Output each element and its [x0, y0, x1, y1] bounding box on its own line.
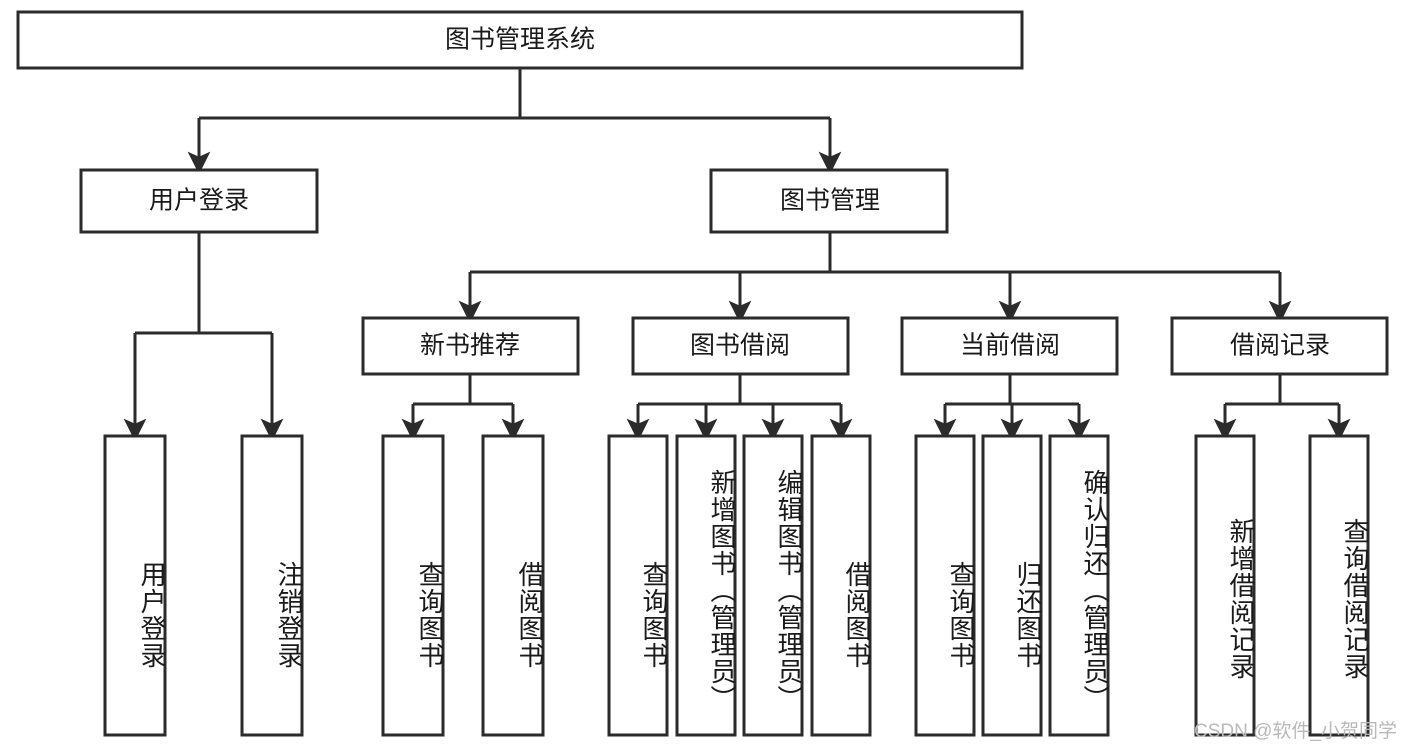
node-borrow-record[interactable]: 借阅记录: [1170, 316, 1389, 376]
node-current-borrow-box[interactable]: [900, 316, 1119, 376]
node-book-management[interactable]: 图书管理: [709, 168, 949, 234]
node-new-book-recommend-label: 新书推荐: [420, 332, 520, 360]
node-user-login[interactable]: 用户登录: [79, 168, 319, 234]
leaf-box-new-book-0[interactable]: [381, 434, 445, 737]
leaf-box-book-borrow-0[interactable]: [607, 434, 669, 737]
csdn-watermark: CSDN @软件_小贺同学: [1194, 721, 1397, 742]
node-book-borrow-box[interactable]: [631, 316, 850, 376]
leaf-box-user-login-0[interactable]: [103, 434, 167, 737]
leaf-box-book-borrow-2[interactable]: [742, 434, 804, 737]
node-book-borrow[interactable]: 图书借阅: [631, 316, 850, 376]
leaf-box-new-book-1[interactable]: [481, 434, 545, 737]
node-current-borrow-label: 当前借阅: [960, 332, 1060, 360]
node-book-management-label: 图书管理: [780, 187, 880, 215]
node-borrow-record-label: 借阅记录: [1230, 332, 1330, 360]
node-user-login-label: 用户登录: [149, 187, 249, 215]
node-book-borrow-label: 图书借阅: [690, 332, 790, 360]
node-root-label: 图书管理系统: [445, 26, 595, 54]
leaf-box-book-borrow-3[interactable]: [810, 434, 872, 737]
leaf-box-borrow-record-1[interactable]: [1308, 434, 1370, 737]
node-root-box[interactable]: [16, 10, 1024, 70]
leaf-box-current-borrow-2[interactable]: [1048, 434, 1110, 737]
node-new-book-recommend[interactable]: 新书推荐: [361, 316, 580, 376]
node-book-management-box[interactable]: [709, 168, 949, 234]
node-borrow-record-box[interactable]: [1170, 316, 1389, 376]
leaf-box-user-login-1[interactable]: [240, 434, 304, 737]
node-new-book-recommend-box[interactable]: [361, 316, 580, 376]
node-user-login-box[interactable]: [79, 168, 319, 234]
leaf-box-book-borrow-1[interactable]: [675, 434, 737, 737]
leaf-box-current-borrow-0[interactable]: [914, 434, 976, 737]
leaf-box-borrow-record-0[interactable]: [1194, 434, 1256, 737]
node-root[interactable]: 图书管理系统: [16, 10, 1024, 70]
leaf-box-current-borrow-1[interactable]: [981, 434, 1043, 737]
node-current-borrow[interactable]: 当前借阅: [900, 316, 1119, 376]
